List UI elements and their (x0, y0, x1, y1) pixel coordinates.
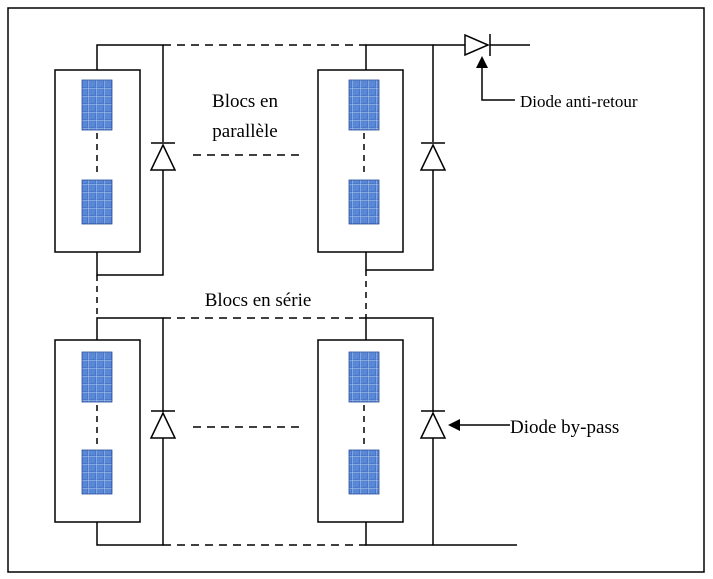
wiring-top-left (96, 44, 164, 276)
solar-cell-bottom (81, 179, 113, 225)
wiring-top-right (365, 44, 530, 271)
module-top-left (54, 69, 141, 253)
label-parallel-line2: parallèle (212, 121, 277, 142)
anti-return-diode (464, 33, 491, 57)
bypass-arrow (448, 419, 510, 431)
label-anti-return-diode: Diode anti-retour (520, 92, 638, 111)
solar-cell-bottom (348, 179, 380, 225)
module-frame (317, 339, 404, 523)
module-frame (317, 69, 404, 253)
module-bottom-right (317, 339, 404, 523)
bypass-diode-top-left (149, 142, 177, 171)
solar-cell-bottom (348, 449, 380, 495)
solar-cell-top (348, 351, 380, 403)
solar-cell-bottom (81, 449, 113, 495)
anti-return-arrow (476, 56, 515, 101)
label-parallel-line1: Blocs en (212, 91, 278, 112)
label-bypass-diode: Diode by-pass (510, 417, 619, 438)
solar-cell-top (81, 351, 113, 403)
bypass-diode-bottom-left (149, 410, 177, 439)
outer-frame (7, 7, 705, 573)
wiring-bottom-right (365, 317, 517, 546)
bypass-diode-top-right (419, 142, 447, 171)
solar-cell-top (81, 79, 113, 131)
label-series: Blocs en série (205, 290, 312, 311)
module-bottom-left (54, 339, 141, 523)
wiring-bottom-left (96, 317, 164, 546)
module-top-right (317, 69, 404, 253)
solar-cell-top (348, 79, 380, 131)
bypass-diode-bottom-right (419, 410, 447, 439)
